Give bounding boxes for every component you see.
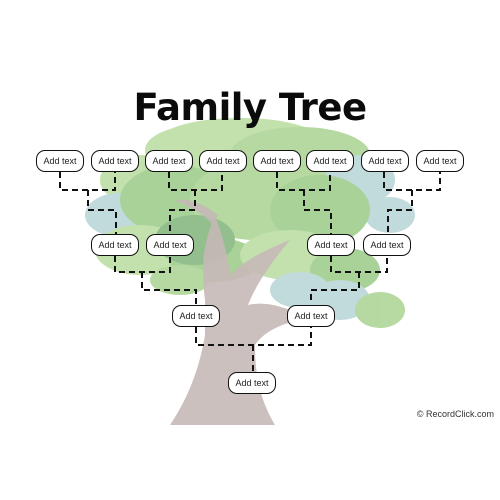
connector-g2-b: [310, 256, 388, 304]
ancestor-box-2[interactable]: Add text: [91, 150, 139, 172]
self-box[interactable]: Add text: [228, 372, 276, 394]
connector-g1-a: [59, 172, 117, 234]
page-title: Family Tree: [133, 86, 367, 129]
ancestor-box-3[interactable]: Add text: [145, 150, 193, 172]
copyright-credit: © RecordClick.com: [416, 409, 494, 419]
connector-g2-a: [114, 256, 197, 304]
ancestor-box-8[interactable]: Add text: [416, 150, 464, 172]
ancestor-box-4[interactable]: Add text: [199, 150, 247, 172]
grandparent-box-1[interactable]: Add text: [91, 234, 139, 256]
grandparent-box-4[interactable]: Add text: [363, 234, 411, 256]
ancestor-box-6[interactable]: Add text: [306, 150, 354, 172]
connector-g1-c: [276, 172, 332, 234]
grandparent-box-3[interactable]: Add text: [307, 234, 355, 256]
ancestor-box-5[interactable]: Add text: [253, 150, 301, 172]
parent-box-2[interactable]: Add text: [287, 305, 335, 327]
connector-g1-b: [168, 172, 223, 234]
ancestor-box-1[interactable]: Add text: [36, 150, 84, 172]
tree-trunk: [170, 199, 310, 425]
connector-g1-d: [383, 172, 441, 234]
parent-box-1[interactable]: Add text: [172, 305, 220, 327]
ancestor-box-7[interactable]: Add text: [361, 150, 409, 172]
connector-g3: [195, 327, 312, 372]
grandparent-box-2[interactable]: Add text: [146, 234, 194, 256]
